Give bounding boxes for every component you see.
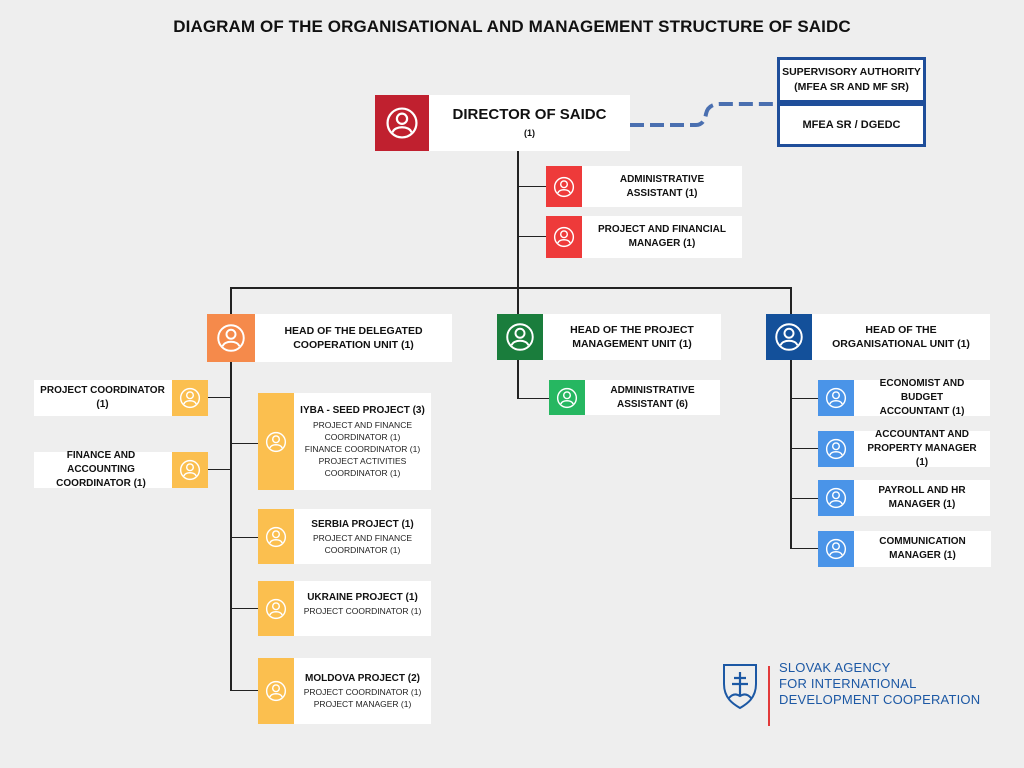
person-icon: [818, 531, 854, 567]
supervisory-authority-box: SUPERVISORY AUTHORITY (MFEA SR AND MF SR…: [777, 57, 926, 103]
person-icon: [546, 216, 582, 258]
person-icon: [818, 380, 854, 416]
diagram-title: DIAGRAM OF THE ORGANISATIONAL AND MANAGE…: [173, 17, 851, 36]
mfea-label: MFEA SR / DGEDC: [802, 118, 901, 131]
box-label-line2: ASSISTANT (6): [617, 398, 688, 410]
person-icon: [818, 480, 854, 516]
box-label-line1: ECONOMIST AND BUDGET: [879, 378, 965, 403]
box-label-line1: ADMINISTRATIVE: [619, 173, 705, 185]
box-label-line1: ACCOUNTANT AND: [875, 429, 969, 440]
project-name: MOLDOVA PROJECT (2): [304, 673, 420, 684]
project-name: UKRAINE PROJECT (1): [307, 592, 418, 603]
person-icon: [207, 314, 255, 362]
project-role: PROJECT MANAGER (1): [313, 699, 412, 709]
director-box: DIRECTOR OF SAIDC (1): [375, 95, 630, 151]
person-icon: [172, 452, 208, 488]
box-label-line2: COOPERATION UNIT (1): [293, 339, 414, 351]
box-label-line1: COMMUNICATION: [879, 536, 966, 547]
director-label: DIRECTOR OF SAIDC: [452, 106, 607, 123]
head-delegated-box: HEAD OF THE DELEGATED COOPERATION UNIT (1…: [207, 314, 452, 362]
supervisory-connector: [630, 102, 778, 127]
project-box: SERBIA PROJECT (1) PROJECT AND FINANCE C…: [258, 509, 431, 564]
project-role: COORDINATOR (1): [324, 432, 401, 442]
person-icon: [172, 380, 208, 416]
person-icon: [258, 393, 294, 490]
person-icon: [258, 581, 294, 636]
project-role: FINANCE COORDINATOR (1): [304, 444, 421, 454]
box-label-line1: HEAD OF THE PROJECT: [570, 324, 694, 336]
mfea-box: MFEA SR / DGEDC: [777, 103, 926, 147]
person-icon: [549, 380, 585, 415]
org-staff-box: PAYROLL AND HR MANAGER (1): [818, 480, 990, 516]
box-label-line2: PROPERTY MANAGER (1): [867, 443, 977, 468]
person-icon: [818, 431, 854, 467]
box-label-line2: ACCOUNTANT (1): [879, 406, 965, 417]
box-label-line2: COORDINATOR (1): [56, 478, 146, 489]
supervisory-line1: SUPERVISORY AUTHORITY: [782, 66, 921, 78]
logo-line2: FOR INTERNATIONAL: [779, 676, 917, 691]
director-staff-box: PROJECT AND FINANCIAL MANAGER (1): [546, 216, 742, 258]
head-project-box: HEAD OF THE PROJECT MANAGEMENT UNIT (1): [497, 314, 721, 360]
saidc-logo: SLOVAK AGENCY FOR INTERNATIONAL DEVELOPM…: [721, 660, 1001, 728]
person-icon: [497, 314, 543, 360]
person-icon: [375, 95, 429, 151]
box-label-line2: ASSISTANT (1): [626, 187, 698, 199]
logo-divider: [768, 666, 770, 726]
project-role: PROJECT COORDINATOR (1): [303, 606, 422, 616]
project-box: IYBA - SEED PROJECT (3) PROJECT AND FINA…: [258, 393, 431, 490]
project-role: PROJECT ACTIVITIES: [318, 456, 407, 466]
project-role: PROJECT COORDINATOR (1): [303, 687, 422, 697]
box-label-line1: FINANCE AND ACCOUNTING: [66, 450, 136, 475]
logo-line1: SLOVAK AGENCY: [779, 660, 891, 675]
box-label-line1: HEAD OF THE: [865, 324, 937, 336]
project-name: SERBIA PROJECT (1): [311, 518, 414, 530]
org-staff-box: ACCOUNTANT AND PROPERTY MANAGER (1): [818, 429, 990, 468]
org-staff-box: COMMUNICATION MANAGER (1): [818, 531, 991, 567]
project-box: UKRAINE PROJECT (1) PROJECT COORDINATOR …: [258, 581, 431, 636]
project-name: IYBA - SEED PROJECT (3): [300, 405, 425, 416]
box-label-line1: PROJECT AND FINANCIAL: [598, 224, 726, 235]
project-role: PROJECT AND FINANCE: [312, 420, 413, 430]
box-label-line1: PROJECT COORDINATOR (1): [40, 385, 165, 410]
box-label-line2: ORGANISATIONAL UNIT (1): [832, 338, 970, 350]
person-icon: [546, 166, 582, 207]
coat-of-arms-icon: [723, 664, 757, 710]
box-label-line2: MANAGER (1): [888, 499, 956, 510]
org-staff-box: ECONOMIST AND BUDGET ACCOUNTANT (1): [818, 378, 990, 417]
logo-line3: DEVELOPMENT COOPERATION: [779, 692, 981, 707]
box-label-line1: HEAD OF THE DELEGATED: [284, 325, 423, 337]
box-label-line2: MANAGEMENT UNIT (1): [572, 338, 692, 350]
project-role: PROJECT AND FINANCE: [312, 532, 413, 543]
supervisory-line2: (MFEA SR AND MF SR): [794, 81, 909, 93]
project-role: COORDINATOR (1): [324, 468, 401, 478]
box-label-line1: PAYROLL AND HR: [878, 485, 966, 496]
person-icon: [258, 509, 294, 564]
box-label-line2: MANAGER (1): [628, 238, 696, 249]
project-coordinator-box: PROJECT COORDINATOR (1): [34, 380, 208, 416]
box-label-line2: MANAGER (1): [889, 550, 956, 561]
director-staff-box: ADMINISTRATIVE ASSISTANT (1): [546, 166, 742, 207]
finance-accounting-coordinator-box: FINANCE AND ACCOUNTING COORDINATOR (1): [34, 450, 208, 489]
box-label-line1: ADMINISTRATIVE: [610, 384, 695, 396]
person-icon: [258, 658, 294, 724]
project-box: MOLDOVA PROJECT (2) PROJECT COORDINATOR …: [258, 658, 431, 724]
project-unit-staff-box: ADMINISTRATIVE ASSISTANT (6): [549, 380, 720, 415]
head-organisational-box: HEAD OF THE ORGANISATIONAL UNIT (1): [766, 314, 990, 360]
director-count: (1): [524, 128, 535, 138]
project-role: COORDINATOR (1): [324, 544, 401, 555]
person-icon: [766, 314, 812, 360]
